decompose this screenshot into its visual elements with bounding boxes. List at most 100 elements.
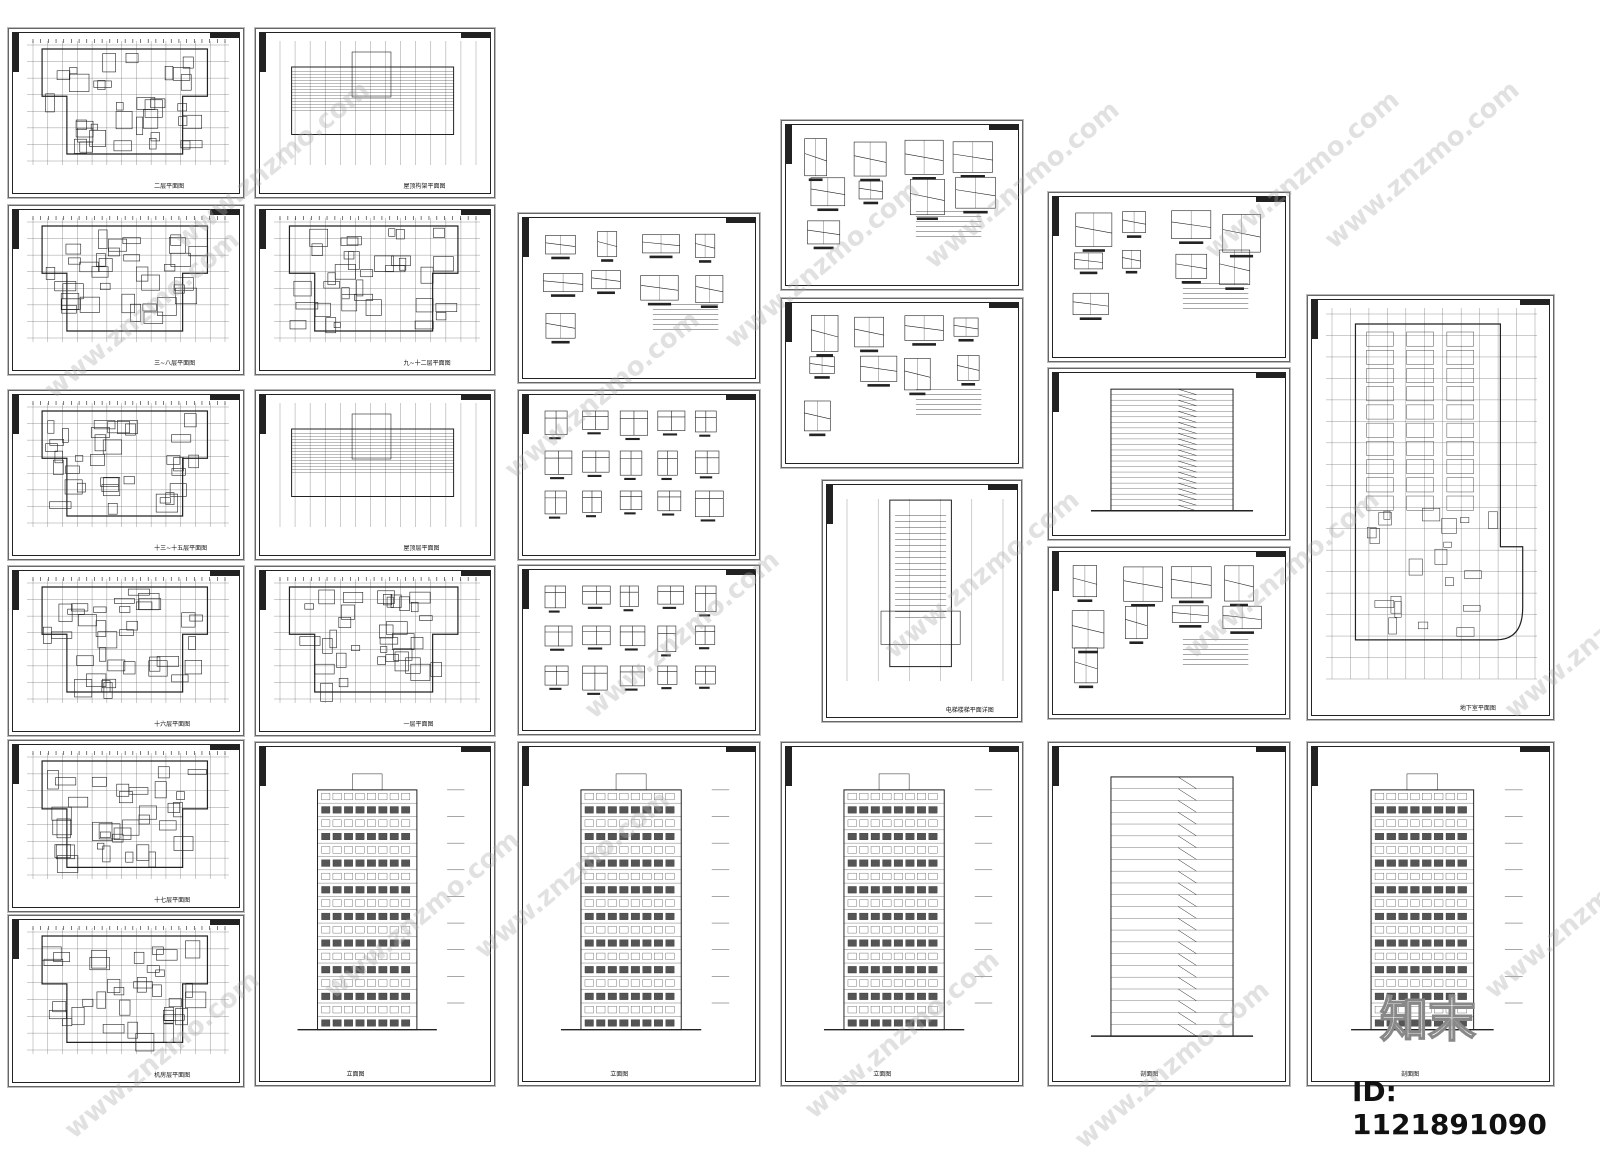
sheet-titlebox	[989, 302, 1019, 308]
sheet-drawing	[1071, 565, 1262, 689]
sheet-titleblock	[522, 394, 529, 434]
sheet-drawing	[1090, 388, 1254, 512]
sheet-titlebox	[461, 570, 491, 576]
sheet-titlebox	[210, 32, 240, 38]
sheet-caption: 十三~十五层平面图	[154, 545, 208, 552]
sheet-titlebox	[726, 746, 756, 752]
sheet-titlebox	[461, 746, 491, 752]
drawing-sheet-s7[interactable]: 十六层平面图	[8, 566, 244, 736]
sheet-titleblock	[259, 746, 266, 786]
drawing-sheet-s11[interactable]	[518, 213, 760, 383]
drawing-sheet-s8[interactable]: 一层平面图	[255, 566, 495, 736]
drawing-sheet-s10[interactable]: 机房层平面图	[8, 915, 244, 1087]
sheet-titlebox	[210, 209, 240, 215]
sheet-drawing	[27, 401, 229, 527]
sheet-drawing	[279, 403, 477, 527]
sheet-drawing	[27, 751, 229, 879]
sheet-titlebox	[1256, 196, 1286, 202]
sheet-frame	[12, 209, 240, 371]
drawing-sheet-s12[interactable]	[518, 390, 760, 560]
sheet-caption: 三~八层平面图	[154, 360, 196, 367]
sheet-caption: 立面图	[610, 1071, 629, 1078]
sheet-titlebox	[1520, 746, 1550, 752]
sheet-titleblock	[12, 919, 19, 959]
drawing-sheet-s3[interactable]: 三~八层平面图	[8, 205, 244, 375]
sheet-drawing	[27, 216, 229, 342]
sheet-frame	[1311, 746, 1550, 1082]
drawing-sheet-s18[interactable]	[1048, 368, 1290, 540]
sheet-drawing	[544, 410, 724, 522]
drawing-sheet-s6[interactable]: 屋顶层平面图	[255, 390, 495, 560]
sheet-titlebox	[461, 394, 491, 400]
sheet-frame	[259, 570, 491, 732]
sheet-titleblock	[12, 209, 19, 249]
drawing-sheet-s19[interactable]	[1048, 547, 1290, 719]
sheet-titlebox	[726, 569, 756, 575]
drawing-sheet-s1[interactable]: 二层平面图	[8, 28, 244, 198]
sheet-frame	[1052, 372, 1286, 536]
drawing-sheet-s9[interactable]: 十七层平面图	[8, 740, 244, 912]
drawing-sheet-s25[interactable]: 剖面图	[1307, 742, 1554, 1086]
sheet-caption: 地下室平面图	[1459, 705, 1496, 712]
drawing-sheet-s22[interactable]: 立面图	[518, 742, 760, 1086]
sheet-caption: 立面图	[873, 1071, 892, 1078]
sheet-titleblock	[1052, 196, 1059, 236]
sheet-titleblock	[259, 209, 266, 249]
drawing-sheet-s13[interactable]	[518, 565, 760, 735]
watermark-text: www.znzmo.com	[1318, 75, 1526, 255]
drawing-sheet-s4[interactable]: 九~十二层平面图	[255, 205, 495, 375]
drawing-sheet-s15[interactable]	[781, 298, 1023, 468]
sheet-titleblock	[12, 570, 19, 610]
sheet-frame	[259, 394, 491, 556]
sheet-frame	[1052, 551, 1286, 715]
sheet-frame	[12, 394, 240, 556]
sheet-frame	[259, 746, 491, 1082]
sheet-titlebox	[726, 394, 756, 400]
sheet-caption: 九~十二层平面图	[403, 360, 451, 367]
sheet-caption: 一层平面图	[403, 721, 434, 728]
sheet-titlebox	[210, 744, 240, 750]
sheet-drawing	[297, 773, 465, 1031]
sheet-frame	[785, 746, 1019, 1082]
drawing-sheet-s21[interactable]: 立面图	[255, 742, 495, 1086]
sheet-caption: 屋顶层平面图	[403, 545, 440, 552]
drawing-sheet-s16[interactable]: 电梯楼梯平面详图	[822, 480, 1022, 722]
sheet-titlebox	[461, 209, 491, 215]
sheet-drawing	[804, 315, 982, 437]
sheet-titleblock	[259, 394, 266, 434]
sheet-frame	[259, 32, 491, 194]
sheet-titleblock	[522, 746, 529, 786]
drawing-sheet-s17[interactable]	[1048, 192, 1290, 362]
sheet-titleblock	[785, 124, 792, 164]
sheet-titleblock	[1311, 299, 1318, 339]
sheet-frame	[12, 570, 240, 732]
sheet-drawing	[560, 773, 730, 1031]
sheet-caption: 电梯楼梯平面详图	[945, 707, 994, 714]
sheet-titleblock	[522, 217, 529, 257]
sheet-titlebox	[210, 919, 240, 925]
drawing-sheet-s14[interactable]	[781, 120, 1023, 290]
sheet-drawing	[1326, 308, 1537, 680]
drawing-sheet-s24[interactable]: 剖面图	[1048, 742, 1290, 1086]
sheet-frame	[522, 569, 756, 731]
drawing-sheet-s5[interactable]: 十三~十五层平面图	[8, 390, 244, 560]
sheet-drawing	[543, 231, 724, 344]
sheet-frame	[259, 209, 491, 371]
sheet-titleblock	[1311, 746, 1318, 786]
sheet-frame	[12, 744, 240, 908]
sheet-titleblock	[1052, 746, 1059, 786]
sheet-drawing	[846, 499, 1004, 681]
sheet-titleblock	[12, 394, 19, 434]
sheet-drawing	[823, 773, 993, 1031]
sheet-drawing	[544, 585, 717, 695]
sheet-frame	[785, 124, 1019, 286]
drawing-sheet-s2[interactable]: 屋顶构架平面图	[255, 28, 495, 198]
sheet-caption: 剖面图	[1140, 1071, 1159, 1078]
sheet-frame	[826, 484, 1018, 718]
sheet-frame	[12, 919, 240, 1083]
drawing-sheet-s20[interactable]: 地下室平面图	[1307, 295, 1554, 720]
sheet-titlebox	[1256, 372, 1286, 378]
drawing-sheet-s23[interactable]: 立面图	[781, 742, 1023, 1086]
sheet-caption: 十六层平面图	[154, 721, 191, 728]
sheet-titlebox	[989, 746, 1019, 752]
